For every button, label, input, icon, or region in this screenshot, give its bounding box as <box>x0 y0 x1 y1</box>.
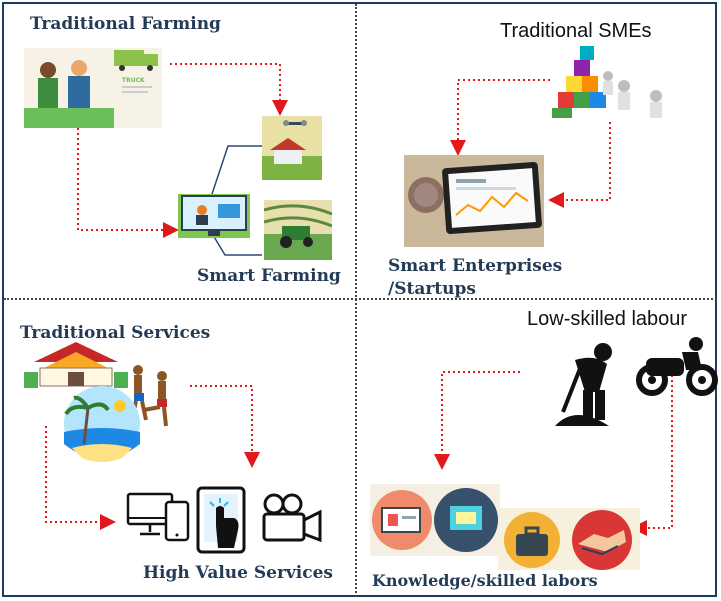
high-value-services-label: High Value Services <box>143 563 334 583</box>
handshake-briefcase-illustration <box>498 508 640 570</box>
arrow-services-left <box>45 426 116 530</box>
temple-illustration <box>24 342 128 388</box>
traditional-farming-label: Traditional Farming <box>30 14 221 34</box>
tablet-dashboard-illustration <box>404 155 544 247</box>
low-skilled-labour-label: Low-skilled labour <box>527 308 688 330</box>
knowledge-skilled-labors-label: Knowledge/skilled labors <box>372 571 598 590</box>
vertical-divider <box>355 4 357 597</box>
arrow-smes-to-tablet <box>450 79 550 156</box>
arrow-labour-left <box>434 371 520 470</box>
horizontal-divider <box>4 298 717 300</box>
truck-text: TRUCK <box>122 77 145 84</box>
computer-monitor-illustration <box>178 194 250 238</box>
desktop-devices-icon <box>126 490 190 542</box>
traditional-smes-label: Traditional SMEs <box>500 20 652 42</box>
beach-circle-illustration <box>62 384 142 464</box>
digging-worker-icon <box>555 342 627 426</box>
tablet-touch-icon <box>196 486 258 556</box>
blocks-workers-illustration <box>548 42 670 122</box>
smart-enterprises-label: Smart Enterprises /Startups <box>388 256 563 299</box>
arrow-smes-right <box>548 122 611 208</box>
knowledge-icons-illustration <box>370 484 500 556</box>
smart-farming-label: Smart Farming <box>197 266 341 286</box>
farmers-truck-illustration: TRUCK <box>24 48 162 128</box>
motorcycle-rider-icon <box>636 334 718 396</box>
arrow-farming-to-smart <box>77 128 179 238</box>
video-camera-icon <box>262 492 322 542</box>
arrow-services-to-devices <box>190 385 260 468</box>
drone-house-illustration <box>262 116 322 180</box>
traditional-services-label: Traditional Services <box>20 323 211 343</box>
arrow-farming-to-drone <box>170 63 288 116</box>
tractor-field-illustration <box>264 200 332 260</box>
